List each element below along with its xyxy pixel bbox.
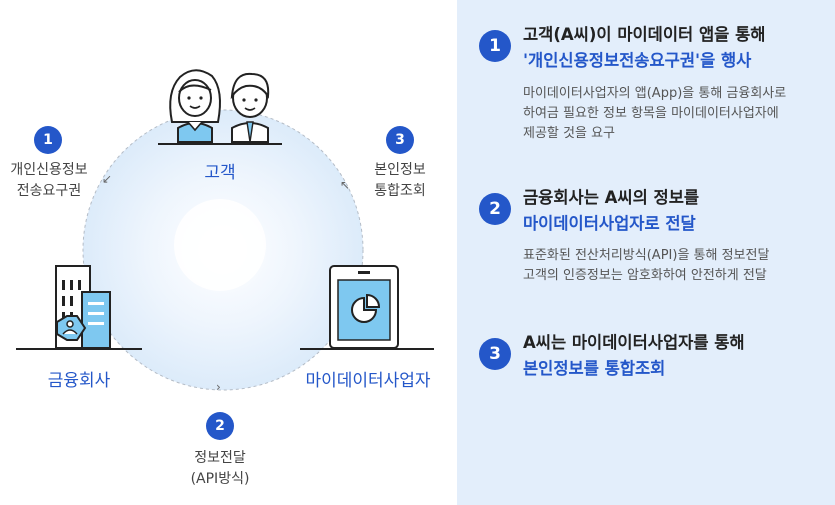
item-3-number: 3 [479,338,511,370]
item-2-title-highlight: 마이데이터사업자로 전달 [523,214,696,233]
step-1-label-line2: 전송요구권 [16,183,82,199]
item-2-title-line1: 금융회사는 A씨의 정보를 [523,188,700,207]
item-3-title-highlight: 본인정보를 통합조회 [523,359,666,378]
step-3-badge: 3 [386,126,414,154]
arrow-1-icon: ↙ [102,172,113,186]
bank-base-line [16,348,142,350]
item-3-title: A씨는 마이데이터사업자를 통해 본인정보를 통합조회 [523,330,833,382]
item-1-desc-line: 마이데이터사업자의 앱(App)을 통해 금융회사로 [523,86,787,101]
customer-base-line [158,143,282,145]
explanation-panel: 1 고객(A씨)이 마이데이터 앱을 통해 '개인신용정보전송요구권'을 행사 … [457,0,835,505]
step-2-badge: 2 [206,412,234,440]
arrow-2-icon: › [216,380,221,394]
item-1-title-line1: 고객(A씨)이 마이데이터 앱을 통해 [523,25,766,44]
bank-building-icon [55,265,111,349]
item-1-title: 고객(A씨)이 마이데이터 앱을 통해 '개인신용정보전송요구권'을 행사 [523,22,833,74]
mydata-base-line [300,348,434,350]
item-2-title: 금융회사는 A씨의 정보를 마이데이터사업자로 전달 [523,185,833,237]
item-2-description: 표준화된 전산처리방식(API)을 통해 정보전달 고객의 인증정보는 암호화하… [523,246,833,286]
explanation-item-1: 1 고객(A씨)이 마이데이터 앱을 통해 '개인신용정보전송요구권'을 행사 … [479,22,829,152]
step-3-label-line2: 통합조회 [374,183,426,199]
cycle-circle [82,109,364,391]
step-2-label-line1: 정보전달 [194,450,246,466]
customer-label: 고객 [204,163,236,183]
item-2-desc-line: 고객의 인증정보는 암호화하여 안전하게 전달 [523,268,767,283]
step-2-label-line2: (API방식) [190,471,250,487]
mydata-operator-label: 마이데이터사업자 [305,371,431,391]
customer-icon [169,69,270,143]
item-1-title-highlight: '개인신용정보전송요구권'을 행사 [523,51,752,70]
tablet-chart-icon [329,265,399,349]
item-2-number: 2 [479,193,511,225]
flow-diagram: 고객 금융회사 마이데이터사업자 1 개인신용정보 전송요구권 ↙ 2 정보전달… [0,69,448,490]
item-1-desc-line: 하여금 필요한 정보 항목을 마이데이터사업자에 [523,106,779,121]
item-1-description: 마이데이터사업자의 앱(App)을 통해 금융회사로 하여금 필요한 정보 항목… [523,84,833,144]
financial-company-label: 금융회사 [47,371,111,391]
explanation-item-3: 3 A씨는 마이데이터사업자를 통해 본인정보를 통합조회 [479,330,829,390]
explanation-item-2: 2 금융회사는 A씨의 정보를 마이데이터사업자로 전달 표준화된 전산처리방식… [479,185,829,295]
step-1-label-line1: 개인신용정보 [10,162,88,178]
step-3-label: 본인정보 통합조회 [352,160,448,202]
item-1-desc-line: 제공할 것을 요구 [523,126,615,141]
step-3-label-line1: 본인정보 [374,162,426,178]
item-3-title-line1: A씨는 마이데이터사업자를 통해 [523,333,745,352]
step-1-label: 개인신용정보 전송요구권 [0,160,98,202]
step-1-badge: 1 [34,126,62,154]
item-1-number: 1 [479,30,511,62]
item-2-desc-line: 표준화된 전산처리방식(API)을 통해 정보전달 [523,248,770,263]
step-2-label: 정보전달 (API방식) [170,448,270,490]
arrow-3-icon: ↖ [340,178,351,192]
